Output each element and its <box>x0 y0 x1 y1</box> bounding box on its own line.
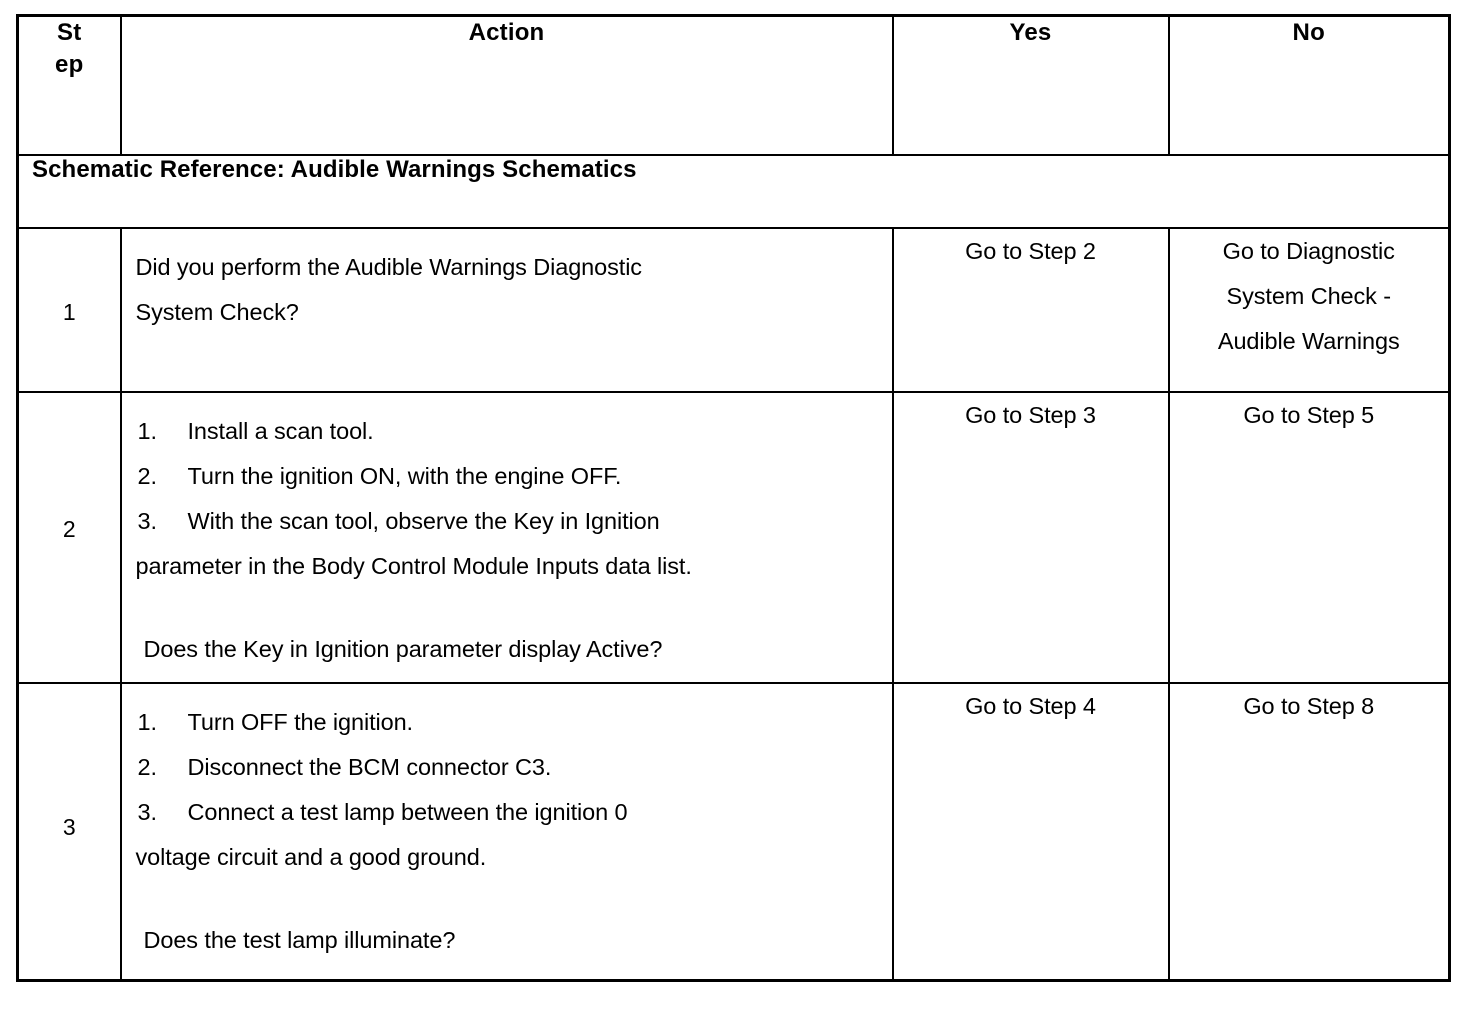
column-header-no: No <box>1167 14 1451 156</box>
step-action-cell: Did you perform the Audible Warnings Dia… <box>119 227 894 393</box>
step-no-cell: Go to Step 8 <box>1167 681 1451 982</box>
list-item-text: Turn OFF the ignition. <box>187 708 414 735</box>
schematic-reference-text: Schematic Reference: Audible Warnings Sc… <box>32 155 637 183</box>
action-line: Did you perform the Audible Warnings Dia… <box>135 254 643 281</box>
list-item: 2. Turn the ignition ON, with the engine… <box>136 454 878 499</box>
list-item-number: 3. <box>137 507 158 534</box>
action-continuation-line: parameter in the Body Control Module Inp… <box>135 552 692 579</box>
schematic-reference-row: Schematic Reference: Audible Warnings Sc… <box>16 153 1451 230</box>
step-number-cell: 3 <box>16 681 122 982</box>
step-no-cell: Go to Diagnostic System Check - Audible … <box>1167 227 1451 393</box>
list-item: 1. Turn OFF the ignition. <box>136 700 878 745</box>
column-header-yes-label: Yes <box>1009 19 1052 46</box>
no-action-line: Go to Diagnostic <box>1222 238 1395 265</box>
column-header-action: Action <box>119 14 894 156</box>
column-header-no-label: No <box>1292 19 1325 46</box>
column-header-yes: Yes <box>891 14 1170 156</box>
list-item: 3. With the scan tool, observe the Key i… <box>136 499 878 544</box>
column-header-step: St ep <box>16 14 122 156</box>
diagnostic-procedure-table: St ep Action Yes No Schematic Reference:… <box>16 14 1451 982</box>
step-number: 1 <box>62 299 76 326</box>
step-no-cell: Go to Step 5 <box>1167 390 1451 684</box>
action-content: 1. Turn OFF the ignition. 2. Disconnect … <box>122 684 892 964</box>
column-header-step-line2: ep <box>55 50 84 78</box>
action-content: 1. Install a scan tool. 2. Turn the igni… <box>122 393 892 673</box>
list-item: 1. Install a scan tool. <box>136 409 878 454</box>
step-number: 3 <box>62 813 76 840</box>
list-item-number: 2. <box>137 753 158 780</box>
step-yes-cell: Go to Step 3 <box>891 390 1170 684</box>
step-yes-cell: Go to Step 4 <box>891 681 1170 982</box>
schematic-reference-cell: Schematic Reference: Audible Warnings Sc… <box>16 153 1451 230</box>
no-action-line: Audible Warnings <box>1217 328 1400 355</box>
action-content: Did you perform the Audible Warnings Dia… <box>122 229 892 335</box>
action-step-list: 1. Install a scan tool. 2. Turn the igni… <box>136 409 878 544</box>
list-item-text: With the scan tool, observe the Key in I… <box>187 507 660 534</box>
step-action-cell: 1. Turn OFF the ignition. 2. Disconnect … <box>119 681 894 982</box>
list-item: 2. Disconnect the BCM connector C3. <box>136 745 878 790</box>
list-item-text: Install a scan tool. <box>187 417 374 444</box>
list-item-number: 1. <box>137 417 158 444</box>
list-item-text: Disconnect the BCM connector C3. <box>187 753 552 780</box>
action-line: System Check? <box>135 299 299 326</box>
step-number-cell: 2 <box>16 390 122 684</box>
table-row: 3 1. Turn OFF the ignition. 2. Disconnec… <box>16 681 1451 982</box>
yes-action: Go to Step 4 <box>965 692 1096 719</box>
list-item-number: 1. <box>137 708 158 735</box>
table-row: 1 Did you perform the Audible Warnings D… <box>16 227 1451 393</box>
no-action: Go to Step 5 <box>1243 401 1375 428</box>
column-header-action-label: Action <box>468 19 545 46</box>
no-action: Go to Step 8 <box>1243 692 1375 719</box>
action-spacer <box>136 589 878 627</box>
table-row: 2 1. Install a scan tool. 2. Turn the ig… <box>16 390 1451 684</box>
action-question: Does the Key in Ignition parameter displ… <box>143 636 663 663</box>
action-continuation-line: voltage circuit and a good ground. <box>135 843 487 870</box>
action-spacer <box>136 880 878 918</box>
action-step-list: 1. Turn OFF the ignition. 2. Disconnect … <box>136 700 878 835</box>
step-action-cell: 1. Install a scan tool. 2. Turn the igni… <box>119 390 894 684</box>
list-item-number: 2. <box>137 462 158 489</box>
step-yes-cell: Go to Step 2 <box>891 227 1170 393</box>
list-item: 3. Connect a test lamp between the ignit… <box>136 790 878 835</box>
action-question: Does the test lamp illuminate? <box>143 926 456 953</box>
yes-action: Go to Step 2 <box>965 238 1096 265</box>
list-item-text: Turn the ignition ON, with the engine OF… <box>187 462 622 489</box>
step-number-cell: 1 <box>16 227 122 393</box>
step-number: 2 <box>62 515 76 542</box>
no-action-line: System Check - <box>1226 283 1392 310</box>
list-item-text: Connect a test lamp between the ignition… <box>187 798 628 825</box>
list-item-number: 3. <box>137 798 158 825</box>
yes-action: Go to Step 3 <box>965 401 1096 428</box>
column-header-step-line1: St <box>57 19 82 46</box>
table-header-row: St ep Action Yes No <box>16 14 1451 156</box>
